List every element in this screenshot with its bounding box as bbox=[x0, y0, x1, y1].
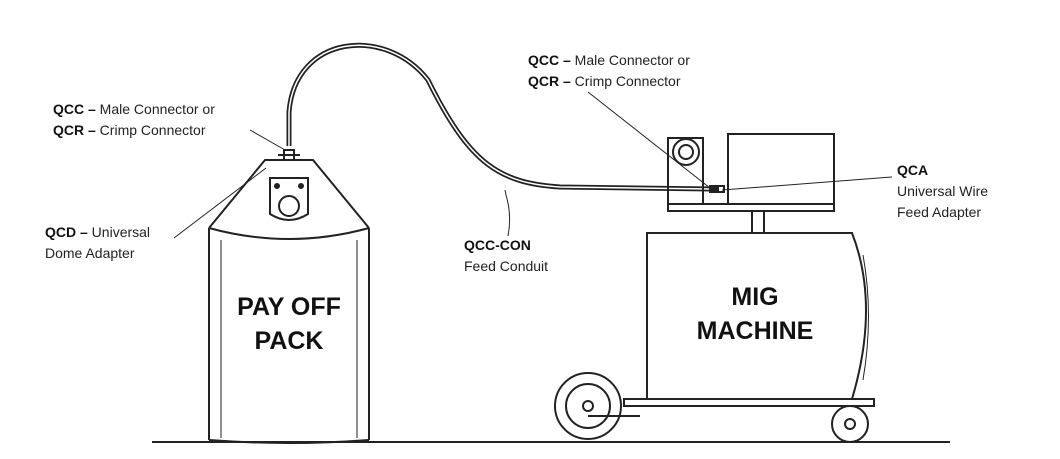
qca-label-line2: Universal Wire bbox=[897, 183, 989, 199]
pay-off-pack-drum bbox=[208, 159, 370, 444]
dome-adapter bbox=[269, 149, 309, 221]
qcr-left-label: QCR – Crimp Connector bbox=[53, 122, 206, 138]
qcd-label: QCD – Universal bbox=[45, 224, 151, 240]
qcd-label-line2: Dome Adapter bbox=[45, 245, 135, 261]
pay-off-pack-line1: PAY OFF bbox=[237, 293, 341, 321]
pay-off-pack-title: PAY OFF PACK bbox=[209, 290, 369, 358]
qcc-left-label: QCC – Male Connector or bbox=[53, 101, 215, 117]
pay-off-pack-line2: PACK bbox=[254, 327, 324, 355]
qcc-con-label-line2: Feed Conduit bbox=[464, 258, 549, 274]
qcc-right-label: QCC – Male Connector or bbox=[528, 52, 690, 68]
qcc-con-label: QCC-CON bbox=[464, 237, 531, 253]
qca-label: QCA bbox=[897, 162, 929, 178]
qcr-right-label: QCR – Crimp Connector bbox=[528, 73, 681, 89]
leader-lines bbox=[173, 91, 893, 239]
qca-label-line3: Feed Adapter bbox=[897, 204, 982, 220]
mig-machine-line2: MACHINE bbox=[696, 317, 814, 345]
mig-machine-title: MIG MACHINE bbox=[670, 280, 840, 348]
mig-machine-line1: MIG bbox=[731, 283, 779, 311]
mig-machine bbox=[554, 133, 875, 443]
